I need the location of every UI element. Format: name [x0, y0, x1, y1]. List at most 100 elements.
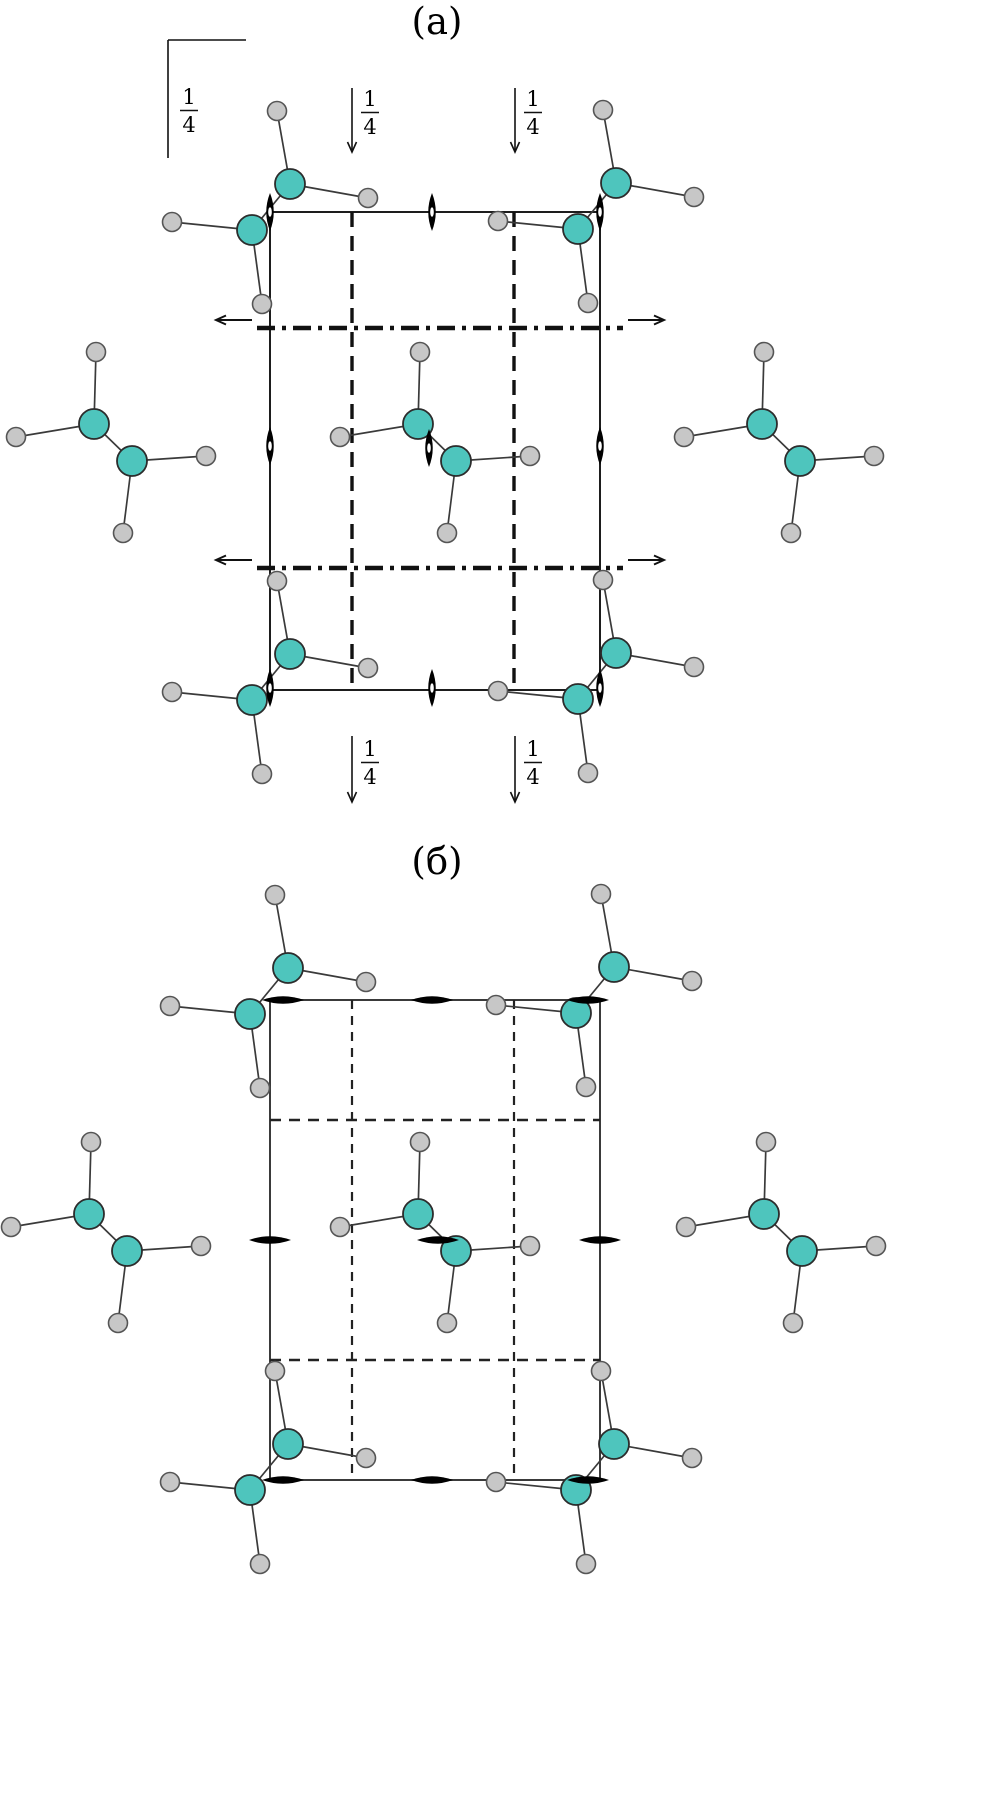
twofold-axis-icon — [411, 996, 453, 1004]
unit-cell-outline — [269, 211, 601, 691]
molecule — [329, 341, 541, 544]
ligand-atom — [266, 100, 288, 122]
central-atom — [236, 684, 268, 716]
fraction-denominator: 4 — [182, 113, 195, 137]
central-atom — [234, 998, 266, 1030]
twofold-axis-icon — [567, 996, 609, 1004]
ligand-atom — [753, 341, 775, 363]
ligand-atom — [485, 1471, 507, 1493]
ligand-atom — [0, 1216, 22, 1238]
ligand-atom — [251, 763, 273, 785]
inplane-screw-axis-arrow — [213, 554, 252, 566]
axis-slit — [430, 207, 434, 217]
molecule — [161, 570, 379, 785]
ligand-atom — [436, 1312, 458, 1334]
ligand-atom — [780, 522, 802, 544]
ligand-atom — [683, 186, 705, 208]
central-atom — [73, 1198, 105, 1230]
ligand-atom — [577, 292, 599, 314]
ligand-atom — [487, 210, 509, 232]
ligand-atom — [329, 426, 351, 448]
screw-axis-height-arrow — [346, 88, 358, 154]
arrowhead-icon — [653, 314, 667, 326]
fraction-numerator: 1 — [526, 737, 539, 761]
molecule — [485, 883, 703, 1098]
panel-b-diagram — [0, 883, 887, 1575]
ligand-atom — [590, 1360, 612, 1382]
central-atom — [274, 638, 306, 670]
panel-b-label: (б) — [411, 840, 463, 883]
screw-axis-height-arrow — [509, 736, 521, 804]
ligand-atom — [249, 1553, 271, 1575]
axis-slit — [430, 683, 434, 693]
ligand-atom — [357, 657, 379, 679]
panel-a-label: (а) — [411, 0, 463, 43]
molecule — [0, 1131, 212, 1334]
fraction-denominator: 4 — [526, 115, 539, 139]
ligand-atom — [355, 1447, 377, 1469]
central-atom — [116, 445, 148, 477]
quarter-height-label: 14 — [524, 87, 542, 139]
ligand-atom — [159, 1471, 181, 1493]
screw-axis-height-arrow — [509, 88, 521, 154]
ligand-atom — [755, 1131, 777, 1153]
ligand-atom — [161, 211, 183, 233]
ligand-atom — [675, 1216, 697, 1238]
central-atom — [598, 951, 630, 983]
twofold-screw-axis-icon — [596, 427, 604, 465]
molecule — [485, 1360, 703, 1575]
ligand-atom — [863, 445, 885, 467]
ligand-atom — [264, 1360, 286, 1382]
twofold-axis-icon — [579, 1236, 621, 1244]
inplane-screw-axis-arrow — [628, 554, 667, 566]
ligand-atom — [159, 995, 181, 1017]
inplane-screw-axis-arrow — [213, 314, 252, 326]
ligand-atom — [577, 762, 599, 784]
arrowhead-icon — [346, 141, 358, 154]
molecule — [487, 569, 705, 784]
twofold-axis-icon — [249, 1236, 291, 1244]
fraction-numerator: 1 — [363, 737, 376, 761]
molecule — [5, 341, 217, 544]
central-atom — [78, 408, 110, 440]
ligand-atom — [112, 522, 134, 544]
ligand-atom — [592, 569, 614, 591]
quarter-height-label: 14 — [180, 85, 198, 137]
ligand-atom — [487, 680, 509, 702]
fraction-numerator: 1 — [182, 85, 195, 109]
axis-slit — [598, 207, 602, 217]
arrowhead-icon — [509, 791, 521, 804]
axis-slit — [268, 441, 272, 451]
molecule — [487, 99, 705, 314]
inplane-screw-axis-arrow — [628, 314, 667, 326]
twofold-screw-axis-icon — [596, 193, 604, 231]
molecule — [159, 884, 377, 1099]
molecule — [673, 341, 885, 544]
ligand-atom — [80, 1131, 102, 1153]
twofold-screw-axis-icon — [428, 193, 436, 231]
twofold-screw-axis-icon — [596, 669, 604, 707]
fraction-numerator: 1 — [526, 87, 539, 111]
axis-slit — [427, 443, 431, 453]
central-atom — [234, 1474, 266, 1506]
quarter-height-label: 14 — [524, 737, 542, 789]
central-atom — [402, 408, 434, 440]
twofold-axis-icon — [567, 1476, 609, 1484]
ligand-atom — [85, 341, 107, 363]
arrowhead-icon — [346, 791, 358, 804]
molecule — [329, 1131, 541, 1334]
screw-axis-height-arrow — [346, 736, 358, 804]
ligand-atom — [575, 1076, 597, 1098]
twofold-axis-icon — [262, 996, 304, 1004]
central-atom — [598, 1428, 630, 1460]
ligand-atom — [161, 681, 183, 703]
central-atom — [402, 1198, 434, 1230]
ligand-atom — [329, 1216, 351, 1238]
ligand-atom — [681, 1447, 703, 1469]
twofold-screw-axis-icon — [425, 429, 433, 467]
ligand-atom — [190, 1235, 212, 1257]
axis-slit — [268, 207, 272, 217]
axis-slit — [268, 683, 272, 693]
